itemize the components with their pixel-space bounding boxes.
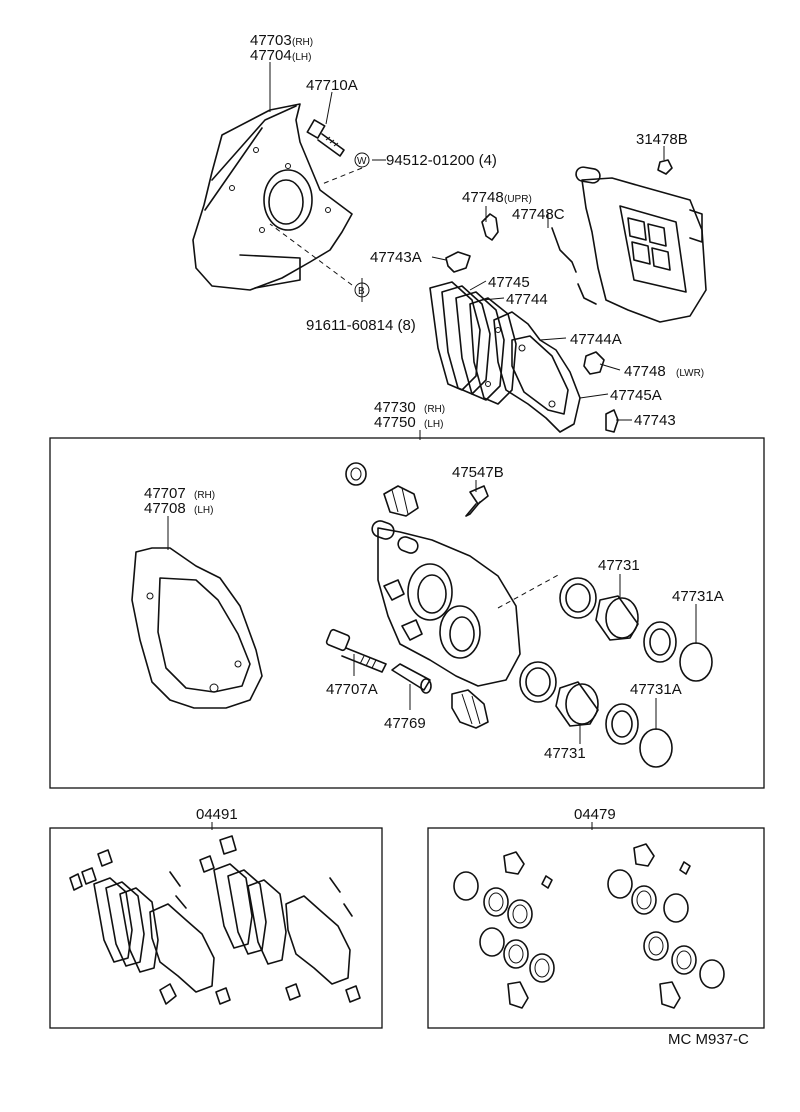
label-47707: 47707	[144, 485, 186, 502]
pad-support-plate-47743a-part[interactable]	[445, 251, 471, 273]
cap-nut-part[interactable]	[345, 462, 367, 486]
bleeder-cap-31478b-part[interactable]	[657, 159, 673, 175]
brake-pads-stack-part[interactable]	[429, 281, 581, 433]
piston-47731-top-part[interactable]	[595, 595, 639, 641]
label-47547b: 47547B	[452, 464, 504, 481]
dust-boot-bottom-part[interactable]	[605, 703, 639, 745]
caliper-body-part[interactable]	[370, 519, 521, 687]
label-47748-lwr-side: (LWR)	[676, 368, 704, 379]
anti-rattle-spring-47748c-part[interactable]	[551, 227, 597, 305]
caliper-assembly-box	[49, 437, 765, 789]
piston-seal-bottom-part[interactable]	[519, 661, 557, 703]
label-47748-upr: 47748	[462, 189, 504, 206]
piston-seal-top-part[interactable]	[559, 577, 597, 619]
slide-pin-47769-part[interactable]	[391, 663, 432, 694]
part-labels: 47703 (RH) 47704 (LH) 47710A W 94512-012…	[144, 32, 749, 1048]
label-47731a-top: 47731A	[672, 588, 724, 605]
label-47744a: 47744A	[570, 331, 622, 348]
pad-clip-47748-upr-part[interactable]	[481, 213, 499, 241]
pad-clip-47748-lwr-part[interactable]	[583, 351, 605, 375]
washer-mark-w	[354, 152, 370, 168]
washer-mark-w-letter: W	[357, 156, 367, 167]
label-47748c: 47748C	[512, 206, 565, 223]
label-kit-04491: 04491	[196, 806, 238, 823]
cylinder-boot-part[interactable]	[383, 485, 419, 517]
dust-cover-part[interactable]	[192, 103, 353, 291]
label-47748-lwr: 47748	[624, 363, 666, 380]
seal-kit-box	[427, 827, 765, 1029]
label-47730: 47730	[374, 399, 416, 416]
seal-kit-contents[interactable]	[453, 843, 725, 1009]
label-47769: 47769	[384, 715, 426, 732]
label-91611: 91611-60814 (8)	[306, 317, 416, 334]
piston-47731-bottom-part[interactable]	[555, 681, 599, 727]
label-47704-side: (LH)	[292, 52, 311, 63]
label-kit-04479: 04479	[574, 806, 616, 823]
label-47744: 47744	[506, 291, 548, 308]
bolt-mark-b-letter: B	[358, 286, 365, 297]
label-47731-top: 47731	[598, 557, 640, 574]
label-47703: 47703	[250, 32, 292, 49]
label-31478b: 31478B	[636, 131, 688, 148]
label-47743: 47743	[634, 412, 676, 429]
ring-47731a-top-part[interactable]	[679, 642, 713, 682]
label-47708: 47708	[144, 500, 186, 517]
dust-boot-top-part[interactable]	[643, 621, 677, 663]
pad-support-plate-47743-part[interactable]	[605, 409, 619, 433]
diagram-code: MC M937-C	[668, 1031, 749, 1048]
pad-kit-box	[49, 827, 383, 1029]
label-47708-side: (LH)	[194, 505, 213, 516]
torque-plate-47707-part[interactable]	[131, 547, 263, 709]
label-47745a: 47745A	[610, 387, 662, 404]
label-47750-side: (LH)	[424, 419, 443, 430]
label-47745: 47745	[488, 274, 530, 291]
label-47731a-bottom: 47731A	[630, 681, 682, 698]
label-47750: 47750	[374, 414, 416, 431]
bolt-47710a-part[interactable]	[306, 119, 345, 157]
bleeder-plug-47547b-part[interactable]	[465, 485, 489, 517]
label-47730-side: (RH)	[424, 404, 445, 415]
pad-kit-contents[interactable]	[69, 835, 361, 1005]
bolt-mark-b	[354, 282, 370, 298]
ring-47731a-bottom-part[interactable]	[639, 728, 673, 768]
guide-bolt-47707a-part[interactable]	[325, 628, 387, 673]
pin-boot-part[interactable]	[451, 689, 489, 729]
label-47743a: 47743A	[370, 249, 422, 266]
label-47704: 47704	[250, 47, 292, 64]
leader-lines	[167, 62, 697, 830]
label-47707a: 47707A	[326, 681, 378, 698]
label-47703-side: (RH)	[292, 37, 313, 48]
label-94512: 94512-01200 (4)	[386, 152, 497, 169]
caliper-cylinder-part[interactable]	[575, 166, 707, 323]
label-47710a: 47710A	[306, 77, 358, 94]
label-47707-side: (RH)	[194, 490, 215, 501]
label-47748-upr-side: (UPR)	[504, 194, 532, 205]
label-47731-bottom: 47731	[544, 745, 586, 762]
